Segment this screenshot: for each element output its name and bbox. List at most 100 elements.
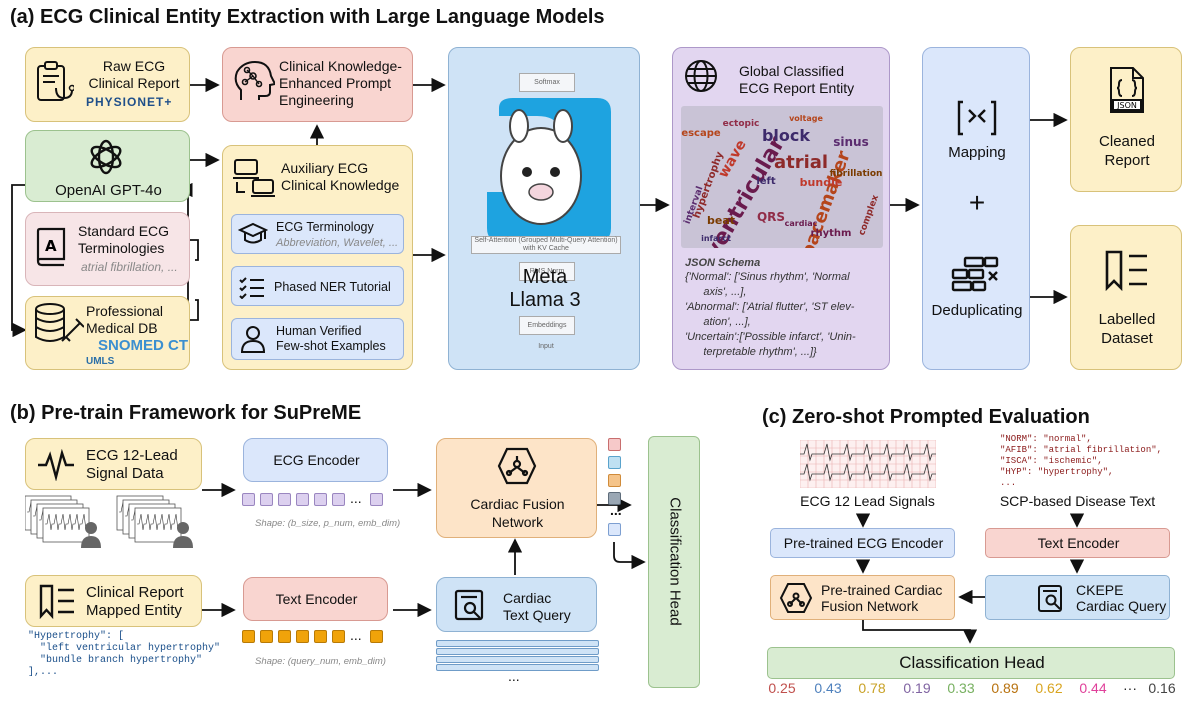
token bbox=[314, 493, 327, 506]
mapping-icon bbox=[957, 100, 997, 136]
word-cloud-term: sinus bbox=[833, 135, 868, 149]
checklist-icon bbox=[239, 277, 264, 299]
graduation-cap-icon bbox=[238, 222, 268, 244]
shape-ecg-label: Shape: (b_size, p_num, emb_dim) bbox=[255, 518, 401, 529]
token bbox=[314, 630, 327, 643]
svg-text:A: A bbox=[45, 237, 57, 255]
document-search-icon bbox=[1038, 585, 1062, 612]
score-value: 0.33 bbox=[947, 680, 975, 696]
score-value: 0.16 bbox=[1148, 680, 1176, 696]
token bbox=[296, 630, 309, 643]
raw-report-label: Raw ECG Clinical Report bbox=[88, 58, 180, 91]
ecg-stack-illustration bbox=[25, 495, 193, 548]
word-cloud-term: bundle bbox=[800, 176, 843, 189]
ecg-encoder-label: ECG Encoder bbox=[273, 452, 360, 468]
physionet-logo: PHYSIONET+ bbox=[86, 95, 173, 109]
token bbox=[278, 493, 291, 506]
standard-term-label: Standard ECG Terminologies bbox=[78, 223, 170, 256]
cleaned-report-box: JSON Cleaned Report bbox=[1070, 47, 1182, 192]
llama-rms: RMS Norm bbox=[519, 262, 575, 281]
pre-ecg-encoder-box: Pre-trained ECG Encoder bbox=[770, 528, 955, 558]
word-cloud: ventricularatrialpacemakerblockwavebeats… bbox=[681, 106, 883, 248]
query-bar bbox=[436, 648, 599, 655]
score-value: 0.19 bbox=[903, 680, 931, 696]
ecg-wave-icon bbox=[38, 449, 74, 481]
openai-logo-icon bbox=[90, 139, 122, 175]
umls-logo: UMLS bbox=[86, 356, 115, 367]
signal-data-label: ECG 12-Lead Signal Data bbox=[86, 447, 178, 482]
global-entity-label: Global Classified ECG Report Entity bbox=[739, 63, 855, 96]
medical-db-label: Professional Medical DB bbox=[86, 303, 164, 336]
output-token bbox=[608, 492, 621, 505]
bookmark-list-icon bbox=[39, 584, 74, 620]
cls-head-b-label: Classification Head bbox=[666, 497, 684, 626]
labelled-dataset-box: Labelled Dataset bbox=[1070, 225, 1182, 370]
shape-text-label: Shape: (query_num, emb_dim) bbox=[255, 656, 386, 667]
token-column-dots: ... bbox=[610, 502, 622, 518]
score-value: 0.78 bbox=[858, 680, 886, 696]
token bbox=[296, 493, 309, 506]
term-label: ECG Terminology bbox=[276, 220, 374, 234]
word-cloud-term: infarct bbox=[701, 234, 731, 243]
llama-box: Softmax Self-Attention (Grouped Multi-Qu… bbox=[448, 47, 640, 370]
token bbox=[370, 630, 383, 643]
token bbox=[332, 630, 345, 643]
mapping-label: Mapping bbox=[948, 144, 1006, 161]
cleaned-report-label: Cleaned Report bbox=[1099, 133, 1155, 169]
word-cloud-term: ectopic bbox=[723, 119, 760, 129]
gpt-box: OpenAI GPT-4o bbox=[25, 130, 190, 202]
scp-label: SCP-based Disease Text bbox=[999, 493, 1156, 509]
clipboard-stethoscope-icon bbox=[37, 61, 74, 101]
ner-card: Phased NER Tutorial bbox=[231, 266, 404, 306]
output-token bbox=[608, 523, 621, 536]
head-network-icon bbox=[234, 60, 275, 100]
term-card: ECG Terminology Abbreviation, Wavelet, .… bbox=[231, 214, 404, 254]
aux-knowledge-box: Auxiliary ECG Clinical Knowledge ECG Ter… bbox=[222, 145, 413, 370]
person-icon bbox=[240, 326, 266, 353]
ckepe-box: CKEPE Cardiac Query bbox=[985, 575, 1170, 620]
raw-report-box: Raw ECG Clinical Report PHYSIONET+ bbox=[25, 47, 190, 122]
globe-icon bbox=[685, 60, 717, 92]
ckepe-label: CKEPE Cardiac Query bbox=[1076, 582, 1167, 614]
labelled-dataset-label: Labelled Dataset bbox=[1098, 311, 1156, 347]
mapped-entity-label: Clinical Report Mapped Entity bbox=[86, 584, 184, 619]
word-cloud-term: block bbox=[762, 126, 810, 145]
section-b-title: (b) Pre-train Framework for SuPreME bbox=[10, 402, 362, 424]
signals-label: ECG 12 Lead Signals bbox=[800, 493, 935, 509]
word-cloud-term: QRS bbox=[757, 210, 785, 224]
output-token bbox=[608, 474, 621, 487]
pre-fusion-box: Pre-trained Cardiac Fusion Network bbox=[770, 575, 955, 620]
bookmark-list-icon bbox=[1105, 250, 1147, 292]
knowledge-prompt-label: Clinical Knowledge- Enhanced Prompt Engi… bbox=[279, 58, 402, 108]
scp-code: "NORM": "normal", "AFIB": "atrial fibril… bbox=[1000, 434, 1163, 488]
token bbox=[260, 493, 273, 506]
signal-data-box: ECG 12-Lead Signal Data bbox=[25, 438, 202, 490]
query-bar bbox=[436, 664, 599, 671]
standard-term-sub: atrial fibrillation, ... bbox=[81, 260, 178, 274]
token bbox=[242, 630, 255, 643]
token bbox=[242, 493, 255, 506]
word-cloud-term: escape bbox=[681, 128, 721, 139]
schema-text: {'Normal': ['Sinus rhythm', 'Normal axis… bbox=[685, 271, 856, 358]
word-cloud-term: fibrillation bbox=[830, 169, 883, 179]
fusion-box: Cardiac Fusion Network bbox=[436, 438, 597, 538]
cls-head-c-label: Classification Head bbox=[899, 653, 1045, 672]
text-encoder-box: Text Encoder bbox=[243, 577, 388, 621]
llama-label: Meta Llama 3 bbox=[509, 266, 581, 311]
ecg-grid-illustration bbox=[800, 440, 936, 488]
fewshot-label: Human Verified Few-shot Examples bbox=[276, 324, 386, 353]
token-dots: ... bbox=[350, 627, 362, 643]
section-c-title: (c) Zero-shot Prompted Evaluation bbox=[762, 406, 1090, 428]
dictionary-icon: A bbox=[36, 227, 66, 267]
score-value: 0.62 bbox=[1035, 680, 1063, 696]
token bbox=[278, 630, 291, 643]
c-text-encoder-label: Text Encoder bbox=[1037, 535, 1120, 551]
devices-icon bbox=[233, 159, 275, 197]
text-encoder-label: Text Encoder bbox=[275, 591, 358, 607]
query-bar bbox=[436, 640, 599, 647]
llama-input: Input bbox=[538, 343, 554, 350]
score-value: 0.44 bbox=[1079, 680, 1107, 696]
standard-term-box: A Standard ECG Terminologies atrial fibr… bbox=[25, 212, 190, 286]
text-query-label: Cardiac Text Query bbox=[503, 590, 571, 623]
llama-attn: Self-Attention (Grouped Multi-Query Atte… bbox=[471, 236, 621, 254]
